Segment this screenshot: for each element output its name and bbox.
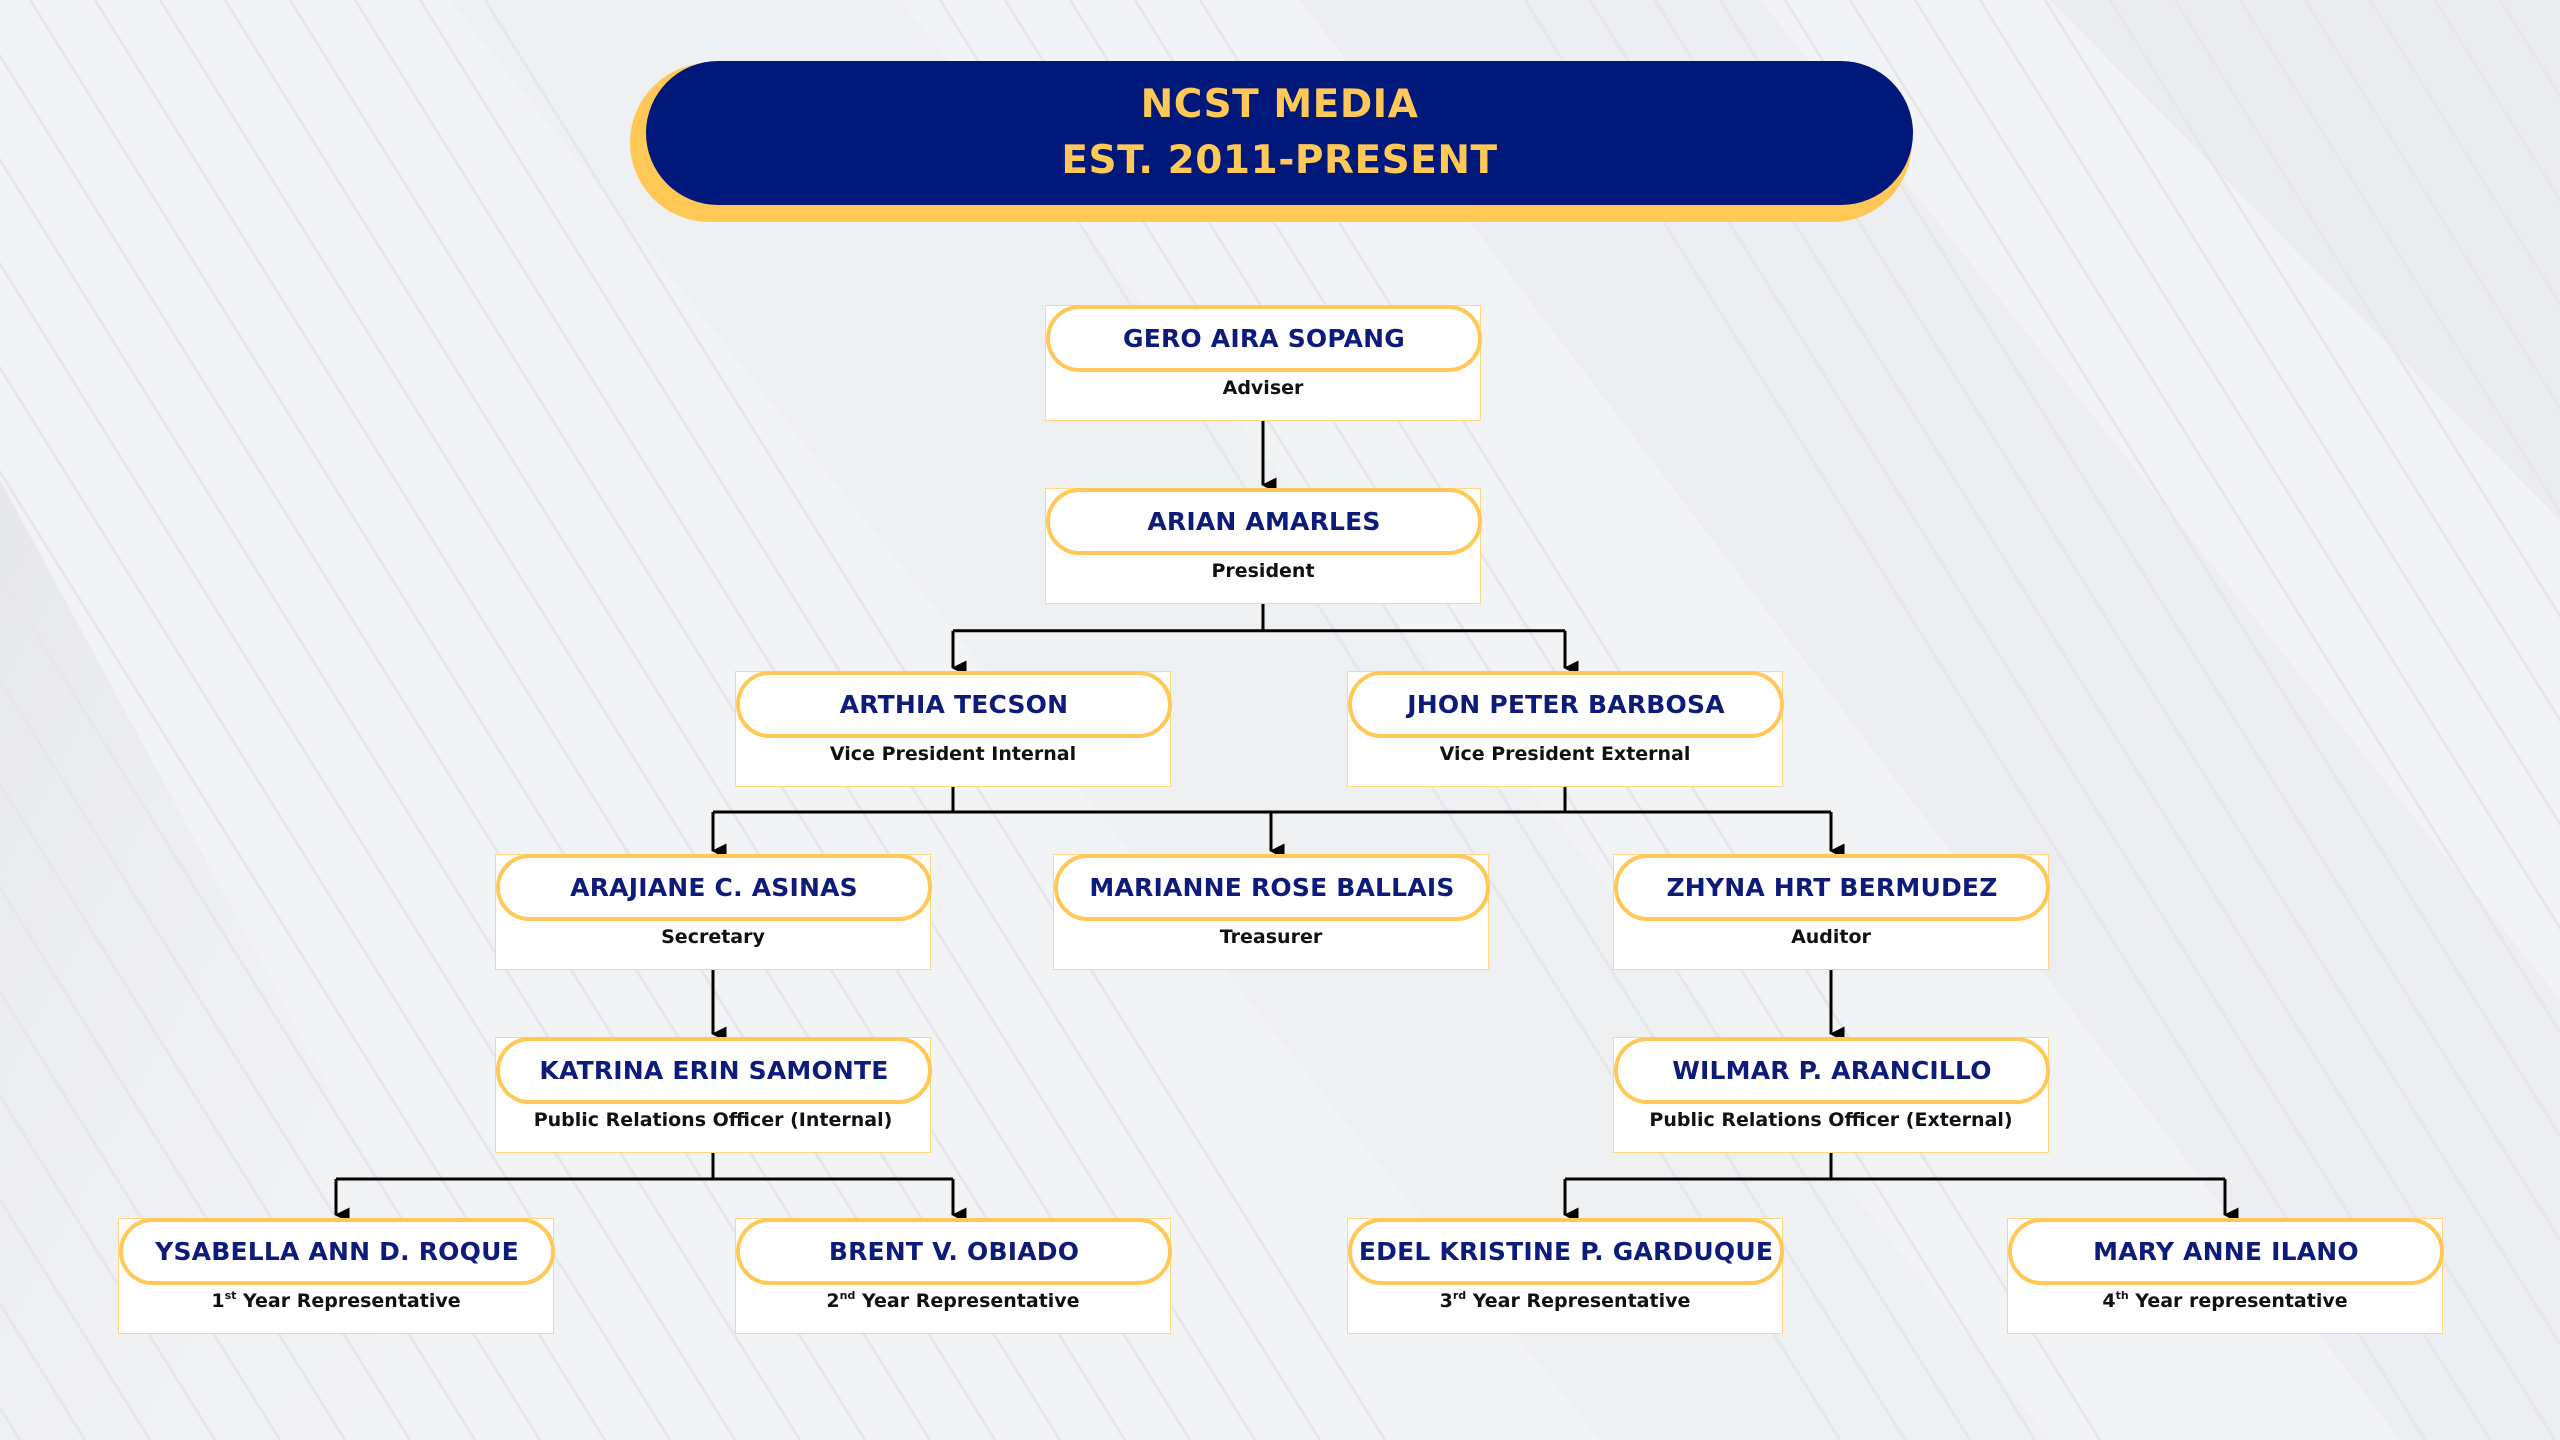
- member-name: ARTHIA TECSON: [839, 690, 1069, 719]
- name-pill: BRENT V. OBIADO: [736, 1218, 1172, 1285]
- background-stripe: [0, 781, 412, 1440]
- org-node-treasurer: MARIANNE ROSE BALLAIS Treasurer: [1053, 854, 1490, 970]
- member-role: 1st Year Representative: [118, 1290, 554, 1312]
- background-stripe: [2173, 0, 2560, 619]
- role-ordinal: 2: [826, 1290, 840, 1312]
- member-role: Public Relations Officer (External): [1649, 1109, 2013, 1131]
- background-stripe: [1523, 0, 2427, 1440]
- role-ordinal: 4: [2102, 1290, 2116, 1312]
- background-stripe: [0, 885, 347, 1440]
- background-stripe: [0, 261, 737, 1440]
- name-pill: ARAJIANE C. ASINAS: [496, 854, 932, 921]
- member-role: Vice President Internal: [829, 743, 1077, 765]
- name-pill: ARTHIA TECSON: [736, 671, 1172, 738]
- header-banner: NCST MEDIA EST. 2011-PRESENT: [646, 61, 1913, 205]
- role-ordinal-suffix: nd: [839, 1289, 856, 1302]
- name-pill: GERO AIRA SOPANG: [1046, 305, 1482, 372]
- background-stripe: [2043, 0, 2560, 827]
- role-ordinal: 3: [1439, 1290, 1453, 1312]
- org-node-pro-internal: KATRINA ERIN SAMONTE Public Relations Off…: [495, 1037, 932, 1153]
- header-title: NCST MEDIA: [1140, 82, 1419, 127]
- org-node-vp-external: JHON PETER BARBOSA Vice President Externa…: [1347, 671, 1784, 787]
- background-stripe: [1588, 0, 2492, 1440]
- name-pill: MARY ANNE ILANO: [2008, 1218, 2444, 1285]
- background-stripe: [0, 1093, 217, 1440]
- name-pill: ARIAN AMARLES: [1046, 488, 1482, 555]
- org-node-president: ARIAN AMARLES President: [1045, 488, 1482, 604]
- background-stripe: [0, 469, 607, 1440]
- background-stripe: [0, 573, 542, 1440]
- role-ordinal-suffix: rd: [1452, 1289, 1467, 1302]
- org-node-pro-external: WILMAR P. ARANCILLO Public Relations Offi…: [1613, 1037, 2050, 1153]
- member-role: Auditor: [1791, 926, 1871, 948]
- org-node-rep-2: BRENT V. OBIADO 2nd Year Representative: [735, 1218, 1172, 1334]
- member-name: YSABELLA ANN D. ROQUE: [155, 1237, 519, 1266]
- name-pill: MARIANNE ROSE BALLAIS: [1054, 854, 1490, 921]
- org-node-rep-3: EDEL KRISTINE P. GARDUQUE 3rd Year Repres…: [1347, 1218, 1784, 1334]
- member-name: MARY ANNE ILANO: [2093, 1237, 2359, 1266]
- member-role: 4th Year representative: [2007, 1290, 2443, 1312]
- member-name: GERO AIRA SOPANG: [1122, 324, 1406, 353]
- role-title: Year Representative: [1466, 1290, 1691, 1312]
- background-stripe: [0, 989, 282, 1440]
- org-node-vp-internal: ARTHIA TECSON Vice President Internal: [735, 671, 1172, 787]
- background-stripe: [1848, 0, 2560, 1139]
- member-role: 2nd Year Representative: [735, 1290, 1171, 1312]
- org-node-rep-1: YSABELLA ANN D. ROQUE 1st Year Representa…: [118, 1218, 555, 1334]
- background-stripe: [1978, 0, 2560, 931]
- background-stripe: [0, 365, 672, 1440]
- member-role: Vice President External: [1439, 743, 1691, 765]
- background-stripe: [2303, 0, 2560, 411]
- background-stripe: [158, 0, 1062, 1440]
- member-name: ARAJIANE C. ASINAS: [570, 873, 858, 902]
- member-name: MARIANNE ROSE BALLAIS: [1089, 873, 1455, 902]
- role-title: Year Representative: [236, 1290, 461, 1312]
- member-name: JHON PETER BARBOSA: [1407, 690, 1725, 719]
- name-pill: EDEL KRISTINE P. GARDUQUE: [1348, 1218, 1784, 1285]
- background-stripe: [223, 0, 1127, 1440]
- member-role: Secretary: [661, 926, 765, 948]
- background-stripe: [1783, 0, 2560, 1243]
- background-stripe: [1718, 0, 2560, 1347]
- member-name: WILMAR P. ARANCILLO: [1672, 1056, 1992, 1085]
- member-role: 3rd Year Representative: [1347, 1290, 1783, 1312]
- member-name: KATRINA ERIN SAMONTE: [539, 1056, 889, 1085]
- org-node-adviser: GERO AIRA SOPANG Adviser: [1045, 305, 1482, 421]
- org-node-auditor: ZHYNA HRT BERMUDEZ Auditor: [1613, 854, 2050, 970]
- name-pill: WILMAR P. ARANCILLO: [1614, 1037, 2050, 1104]
- name-pill: JHON PETER BARBOSA: [1348, 671, 1784, 738]
- role-title: Year Representative: [855, 1290, 1080, 1312]
- member-role: President: [1211, 560, 1315, 582]
- member-name: ARIAN AMARLES: [1147, 507, 1381, 536]
- org-node-secretary: ARAJIANE C. ASINAS Secretary: [495, 854, 932, 970]
- member-role: Public Relations Officer (Internal): [533, 1109, 893, 1131]
- background-stripe: [93, 0, 997, 1440]
- role-ordinal-suffix: th: [2115, 1289, 2129, 1302]
- background-stripe: [0, 157, 802, 1440]
- background-stripe: [2368, 0, 2560, 307]
- background-stripe: [1913, 0, 2560, 1035]
- background-stripe: [1653, 0, 2557, 1440]
- role-title: Year representative: [2128, 1290, 2348, 1312]
- name-pill: ZHYNA HRT BERMUDEZ: [1614, 854, 2050, 921]
- background-stripe: [0, 53, 867, 1440]
- background-stripe: [0, 677, 477, 1440]
- background-stripe: [28, 0, 932, 1440]
- background-stripe: [2108, 0, 2560, 723]
- background-stripe: [2238, 0, 2560, 515]
- member-name: BRENT V. OBIADO: [828, 1237, 1080, 1266]
- role-ordinal: 1: [211, 1290, 225, 1312]
- name-pill: YSABELLA ANN D. ROQUE: [119, 1218, 555, 1285]
- member-role: Adviser: [1222, 377, 1304, 399]
- header-subtitle: EST. 2011-PRESENT: [1061, 138, 1498, 183]
- member-name: ZHYNA HRT BERMUDEZ: [1666, 873, 1998, 902]
- org-node-rep-4: MARY ANNE ILANO 4th Year representative: [2007, 1218, 2444, 1334]
- role-ordinal-suffix: st: [224, 1289, 237, 1302]
- name-pill: KATRINA ERIN SAMONTE: [496, 1037, 932, 1104]
- member-name: EDEL KRISTINE P. GARDUQUE: [1358, 1237, 1774, 1266]
- member-role: Treasurer: [1219, 926, 1323, 948]
